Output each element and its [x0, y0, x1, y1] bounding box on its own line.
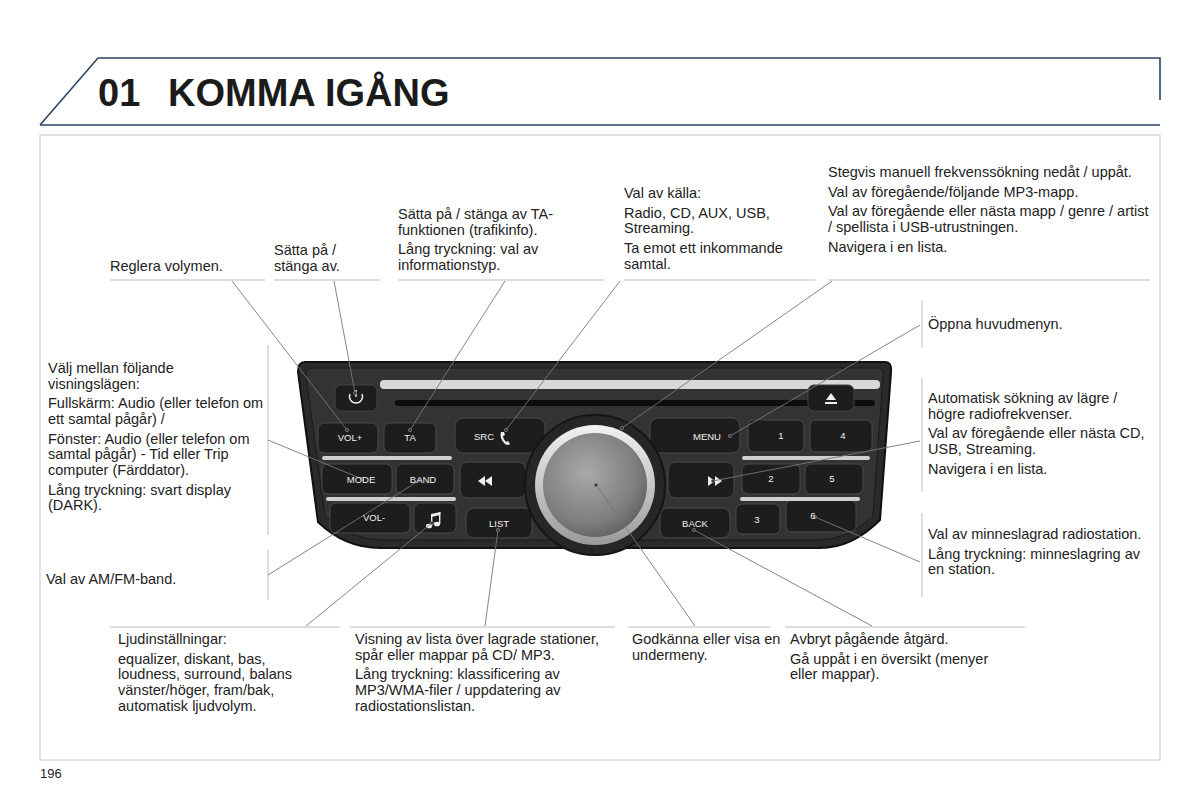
- callout-text: Val av föregående eller nästa CD, USB, S…: [928, 426, 1150, 457]
- button-label: 3: [754, 515, 759, 525]
- callout-text: Lång tryckning: minneslagring av en stat…: [928, 547, 1146, 578]
- button-label: LIST: [489, 519, 509, 529]
- callout-group: Godkänna eller visa en undermeny.: [632, 632, 782, 667]
- callout-text: equalizer, diskant, bas, loudness, surro…: [118, 652, 318, 715]
- callout-text: Lång tryckning: klassificering av MP3/WM…: [355, 667, 617, 714]
- callout-text: Reglera volymen.: [110, 259, 270, 275]
- callout-text: Val av AM/FM-band.: [46, 572, 256, 588]
- callout-text: Navigera i en lista.: [828, 240, 1150, 256]
- callout-text: Sätta på / stänga av TA-funktionen (traf…: [398, 207, 596, 238]
- callout-text: Fönster: Audio (eller telefon om samtal …: [48, 432, 264, 479]
- callout-group: Automatisk sökning av lägre / högre radi…: [928, 391, 1150, 481]
- callout-group: Val av AM/FM-band.: [46, 572, 256, 592]
- callout-group: Stegvis manuell frekvenssökning nedåt / …: [828, 165, 1150, 259]
- callout-group: Val av minneslagrad radiostation. Lång tr…: [928, 527, 1146, 582]
- callout-group: Visning av lista över lagrade stationer,…: [355, 632, 617, 718]
- callout-text: Lång tryckning: svart display (DARK).: [48, 483, 264, 514]
- button-label: 4: [840, 431, 845, 441]
- button-label: SRC: [474, 432, 494, 442]
- content-frame: [40, 135, 1160, 760]
- callout-text: Öppna huvudmenyn.: [928, 317, 1128, 333]
- callout-group: Sätta på / stänga av TA-funktionen (traf…: [398, 207, 596, 278]
- callout-group: Sätta på / stänga av.: [274, 243, 366, 278]
- button-label: 5: [829, 474, 834, 484]
- button-label: MODE: [347, 475, 376, 485]
- page-title: KOMMA IGÅNG: [168, 74, 449, 112]
- callout-group: Ljudinställningar: equalizer, diskant, ba…: [118, 632, 318, 718]
- button-label: BACK: [682, 519, 708, 529]
- callout-rules: [110, 280, 1150, 627]
- section-number: 01: [98, 74, 140, 112]
- callout-text: Lång tryckning: val av informationstyp.: [398, 242, 596, 273]
- button-label: 2: [768, 474, 773, 484]
- callout-text: Automatisk sökning av lägre / högre radi…: [928, 391, 1150, 422]
- callout-group: Reglera volymen.: [110, 259, 270, 279]
- callout-text: Val av minneslagrad radiostation.: [928, 527, 1146, 543]
- callout-text: Gå uppåt i en översikt (menyer eller map…: [790, 652, 1008, 683]
- button-label: TA: [404, 433, 415, 443]
- callout-text: Fullskärm: Audio (eller telefon om ett s…: [48, 396, 264, 427]
- callout-text: Godkänna eller visa en undermeny.: [632, 632, 782, 663]
- button-label: VOL-: [363, 513, 385, 523]
- button-label: 1: [778, 431, 783, 441]
- callout-text: Visning av lista över lagrade stationer,…: [355, 632, 617, 663]
- button-label: VOL+: [338, 433, 363, 443]
- callout-text: Val av källa:: [624, 186, 810, 202]
- leader-lines: [232, 281, 920, 626]
- callout-text: Radio, CD, AUX, USB, Streaming.: [624, 206, 810, 237]
- callout-text: Ljudinställningar:: [118, 632, 318, 648]
- callout-text: Ta emot ett inkommande samtal.: [624, 241, 810, 272]
- callout-text: Välj mellan följande visningslägen:: [48, 361, 264, 392]
- button-label: 6: [810, 511, 815, 521]
- callout-text: Val av föregående eller nästa mapp / gen…: [828, 204, 1150, 235]
- header-frame: [40, 58, 1160, 125]
- callout-text: Sätta på / stänga av.: [274, 243, 366, 274]
- radio-unit: [298, 362, 891, 555]
- callout-text: Avbryt pågående åtgärd.: [790, 632, 1008, 648]
- callout-group: Öppna huvudmenyn.: [928, 317, 1128, 337]
- button-label: MENU: [693, 432, 721, 442]
- callout-group: Val av källa: Radio, CD, AUX, USB, Stream…: [624, 186, 810, 276]
- callout-group: Välj mellan följande visningslägen: Fulls…: [48, 361, 264, 518]
- callout-text: Stegvis manuell frekvenssökning nedåt / …: [828, 165, 1150, 181]
- button-label: BAND: [410, 475, 436, 485]
- page-number: 196: [40, 767, 62, 781]
- callout-text: Val av föregående/följande MP3-mapp.: [828, 185, 1150, 201]
- callout-text: Navigera i en lista.: [928, 462, 1150, 478]
- callout-group: Avbryt pågående åtgärd. Gå uppåt i en öve…: [790, 632, 1008, 687]
